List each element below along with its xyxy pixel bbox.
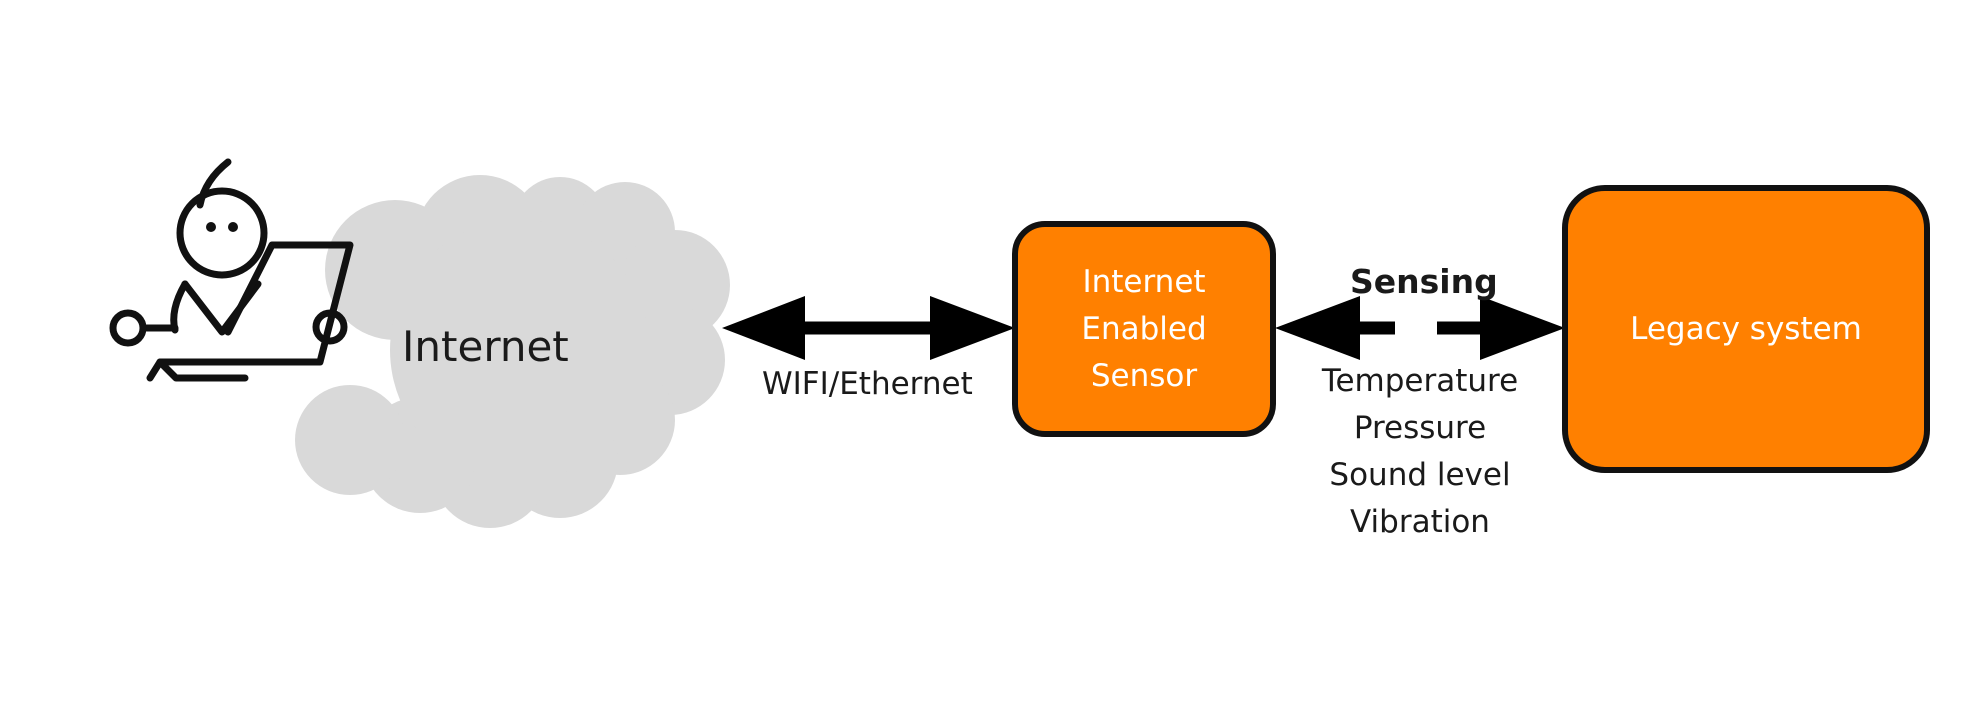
- arrow-sensor-legacy: [1275, 296, 1565, 360]
- sensor-label-line-3: Sensor: [1090, 357, 1198, 394]
- sensing-type-item: Sound level: [1329, 457, 1511, 493]
- arrow-cloud-sensor: [722, 296, 1015, 360]
- sensing-type-item: Vibration: [1350, 504, 1490, 540]
- link-label-wifi-ethernet: WIFI/Ethernet: [762, 366, 973, 402]
- sensor-label-line-2: Enabled: [1081, 310, 1207, 347]
- sensing-type-item: Temperature: [1321, 363, 1519, 399]
- legacy-label: Legacy system: [1630, 311, 1862, 347]
- legacy-box: [1562, 185, 1930, 473]
- sensor-label: Internet Enabled Sensor: [1015, 224, 1273, 434]
- cloud-icon: [295, 175, 730, 528]
- sensor-box: [1012, 221, 1276, 437]
- link-label-sensing: Sensing: [1350, 262, 1498, 301]
- sensor-label-line-1: Internet: [1082, 263, 1206, 300]
- cloud-label: Internet: [402, 322, 569, 371]
- sensing-types-list: Temperature Pressure Sound level Vibrati…: [1290, 358, 1550, 546]
- sensing-type-item: Pressure: [1353, 410, 1487, 446]
- person-at-laptop-icon: [109, 158, 354, 382]
